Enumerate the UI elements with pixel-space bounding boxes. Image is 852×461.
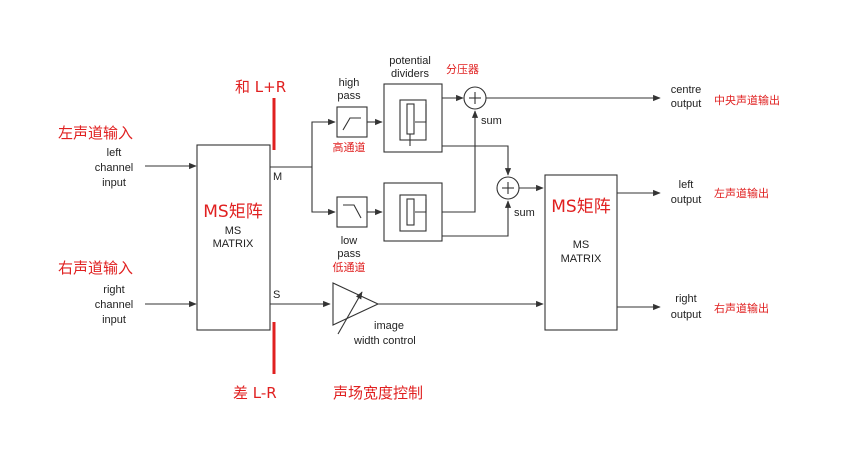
sum-lr-cn: 和 L+R xyxy=(235,78,286,96)
potential-dividers-label-1: potential xyxy=(389,55,431,67)
right-output-label-2: output xyxy=(671,309,702,321)
left-input-label-2: channel xyxy=(95,162,134,174)
m-to-lowpass-wire xyxy=(311,167,336,216)
left-input-cn: 左声道输入 xyxy=(58,124,133,142)
input-ms-matrix-label-2: MATRIX xyxy=(213,238,254,250)
low-pass-label-1: low xyxy=(341,235,358,247)
image-width-label-2: width control xyxy=(353,335,416,347)
input-ms-matrix-cn: MS矩阵 xyxy=(203,202,262,222)
lower-divider-to-side-sum xyxy=(442,200,512,237)
low-pass-label-2: pass xyxy=(337,248,361,260)
right-output-cn: 右声道输出 xyxy=(714,301,769,315)
low-pass-cn: 低通道 xyxy=(333,260,366,274)
potential-dividers-cn: 分压器 xyxy=(446,63,479,76)
output-ms-matrix-box xyxy=(544,174,618,331)
left-output-label-1: left xyxy=(679,179,694,191)
high-pass-icon xyxy=(342,117,361,131)
input-ms-matrix-label-1: MS xyxy=(225,225,242,237)
image-width-cn: 声场宽度控制 xyxy=(333,384,423,402)
centre-output-label-2: output xyxy=(671,98,702,110)
high-pass-cn: 高通道 xyxy=(333,140,366,154)
high-pass-label-2: pass xyxy=(337,90,361,102)
input-ms-matrix-box xyxy=(196,144,271,331)
amplifier-control-arrow xyxy=(337,291,363,335)
high-pass-filter-box xyxy=(336,106,368,138)
image-width-label-1: image xyxy=(374,320,404,332)
diff-lr-cn: 差 L-R xyxy=(233,384,277,402)
upper-divider-resistor xyxy=(406,103,415,135)
m-to-highpass-wire xyxy=(311,118,336,167)
s-port-label: S xyxy=(273,289,280,301)
output-ms-matrix-label-2: MATRIX xyxy=(561,253,602,265)
lower-divider-resistor xyxy=(406,198,415,226)
output-ms-matrix-label-1: MS xyxy=(573,239,590,251)
left-output-label-2: output xyxy=(671,194,702,206)
upper-divider-to-side-sum xyxy=(442,145,512,176)
right-output-label-1: right xyxy=(675,293,696,305)
side-sum-label: sum xyxy=(514,207,535,219)
m-port-label: M xyxy=(273,171,282,183)
right-input-label-2: channel xyxy=(95,299,134,311)
low-pass-icon xyxy=(343,204,362,219)
centre-output-cn: 中央声道输出 xyxy=(714,93,780,107)
high-pass-label-1: high xyxy=(339,77,360,89)
left-output-cn: 左声道输出 xyxy=(714,186,769,200)
left-input-label-3: input xyxy=(102,177,126,189)
left-input-label-1: left xyxy=(107,147,122,159)
right-input-label-1: right xyxy=(103,284,124,296)
centre-output-label-1: centre xyxy=(671,84,702,96)
potential-dividers-label-2: dividers xyxy=(391,68,429,80)
low-pass-filter-box xyxy=(336,196,368,228)
right-input-cn: 右声道输入 xyxy=(58,259,133,277)
centre-sum-label: sum xyxy=(481,115,502,127)
output-ms-matrix-cn: MS矩阵 xyxy=(551,197,610,217)
right-input-label-3: input xyxy=(102,314,126,326)
lower-divider-to-centre-sum xyxy=(442,110,479,213)
lower-divider-wiper xyxy=(415,199,427,213)
upper-divider-wiper xyxy=(415,104,427,123)
